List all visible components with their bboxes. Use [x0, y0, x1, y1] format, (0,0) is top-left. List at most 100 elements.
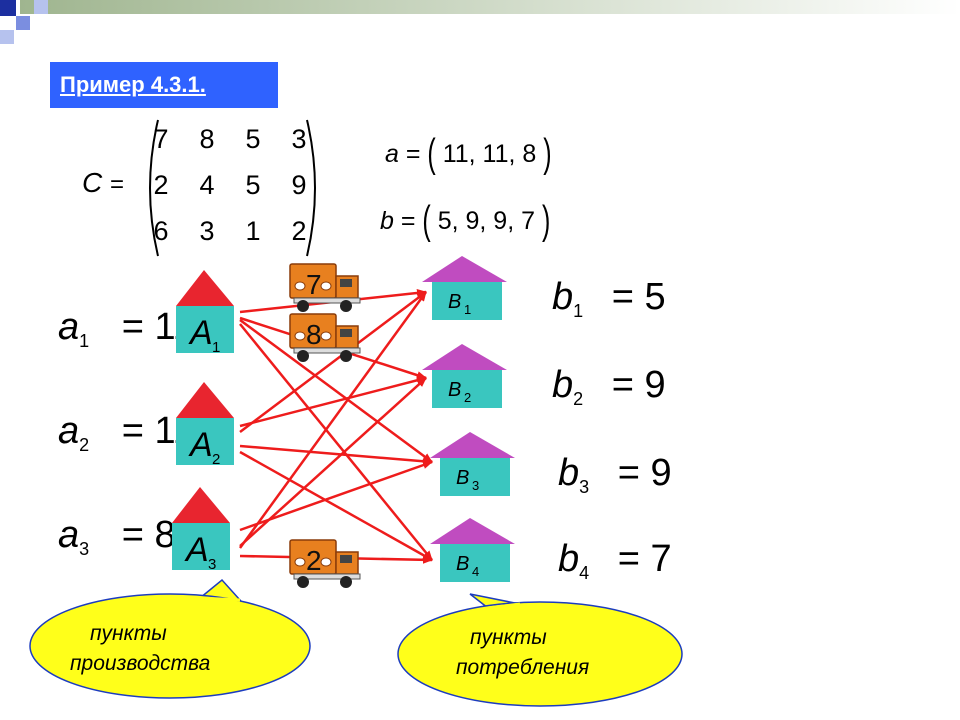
trucks: 7 8 2 [289, 263, 361, 588]
house-body [176, 306, 234, 353]
transport-arrow [239, 444, 433, 466]
transport-arrows [238, 288, 433, 564]
truck-icon: 7 [289, 263, 361, 312]
matrix-cell: 2 [153, 170, 169, 200]
house-body [440, 458, 510, 496]
demand-var: b [552, 364, 574, 406]
house-body [432, 370, 502, 408]
matrix-cell: 3 [199, 216, 215, 246]
supply-sub: 3 [79, 539, 90, 559]
callout-consumption: пункты потребления [397, 593, 683, 707]
corner-square [16, 16, 30, 30]
house-body [432, 282, 502, 320]
demand-node-sub: 2 [464, 390, 471, 405]
demand-node-sub: 4 [472, 564, 479, 579]
supply-sub: 1 [79, 331, 90, 351]
truck-window [340, 329, 352, 337]
house-roof [430, 518, 515, 544]
demand-equals: = [617, 452, 640, 494]
supply-value: 8 [154, 514, 176, 556]
demand-equals: = [611, 364, 634, 406]
truck-number: 8 [306, 319, 322, 350]
truck-wheel [297, 576, 309, 588]
supply-var: a [58, 410, 80, 452]
corner-square [0, 0, 16, 16]
demand-label-3: b3 = 9 [558, 452, 672, 498]
supply-node-label: A [188, 426, 213, 464]
supply-node-sub: 2 [212, 451, 220, 468]
corner-square [0, 30, 14, 44]
callout-consumption-line1: пункты [470, 626, 547, 649]
demand-equals: = [617, 538, 640, 580]
demand-equals: = [611, 276, 634, 318]
truck-wheel [340, 350, 352, 362]
demand-node-label: B [456, 553, 469, 575]
demand-value: 9 [650, 452, 672, 494]
transport-arrow [239, 323, 433, 561]
supply-equals: = [121, 306, 144, 348]
demand-node-label: B [448, 379, 461, 401]
callout-bubble [29, 593, 311, 699]
transport-arrow [238, 291, 428, 549]
matrix-cell: 1 [245, 216, 261, 246]
top-bar [20, 0, 960, 14]
matrix-equals: = [110, 171, 125, 198]
matrix-cell: 7 [153, 124, 169, 154]
demand-sub: 1 [573, 301, 584, 321]
house-roof [176, 270, 234, 306]
example-title: Пример 4.3.1. [60, 72, 206, 97]
truck-logo [294, 281, 306, 291]
matrix-cell: 3 [291, 124, 307, 154]
demand-sub: 2 [573, 389, 584, 409]
vector-b-label: b [380, 207, 394, 235]
truck-logo [320, 281, 332, 291]
truck-logo [294, 557, 306, 567]
callout-consumption-line2: потребления [456, 656, 589, 679]
demand-var: b [558, 538, 580, 580]
truck-icon: 2 [289, 539, 361, 588]
house-roof [176, 382, 234, 418]
truck-wheel [297, 350, 309, 362]
matrix-cell: 6 [153, 216, 169, 246]
vector-a-values: 11, 11, 8 [442, 140, 537, 168]
truck-icon: 8 [289, 313, 361, 362]
callout-production-line2: производства [70, 652, 210, 675]
matrix-cell: 2 [291, 216, 307, 246]
demand-value: 5 [644, 276, 666, 318]
matrix-cell: 8 [199, 124, 215, 154]
house-roof [430, 432, 515, 458]
truck-wheel [297, 300, 309, 312]
matrix-label-group: C = [82, 167, 124, 199]
callout-production: пункты производства [29, 578, 311, 699]
truck-wheel [340, 300, 352, 312]
right-paren-icon [306, 119, 316, 257]
demand-node-sub: 3 [472, 478, 479, 493]
truck-chassis [293, 573, 361, 580]
callout-seam [199, 596, 241, 602]
supply-var: a [58, 306, 80, 348]
supply-var: a [58, 514, 80, 556]
vector-a-equals: = [405, 140, 421, 168]
transport-arrow [239, 450, 433, 562]
truck-window [340, 555, 352, 563]
vector-b-values: 5, 9, 9, 7 [437, 207, 535, 235]
corner-square [34, 0, 48, 14]
house-roof [422, 344, 507, 370]
supply-equals: = [121, 514, 144, 556]
truck-logo [320, 557, 332, 567]
matrix-label: C [82, 167, 103, 198]
demand-sub: 3 [579, 477, 590, 497]
supply-node-label: A [184, 531, 209, 569]
matrix-cell: 5 [245, 170, 261, 200]
demand-var: b [552, 276, 574, 318]
demand-value: 9 [644, 364, 666, 406]
callout-production-line1: пункты [90, 622, 167, 645]
demand-var: b [558, 452, 580, 494]
